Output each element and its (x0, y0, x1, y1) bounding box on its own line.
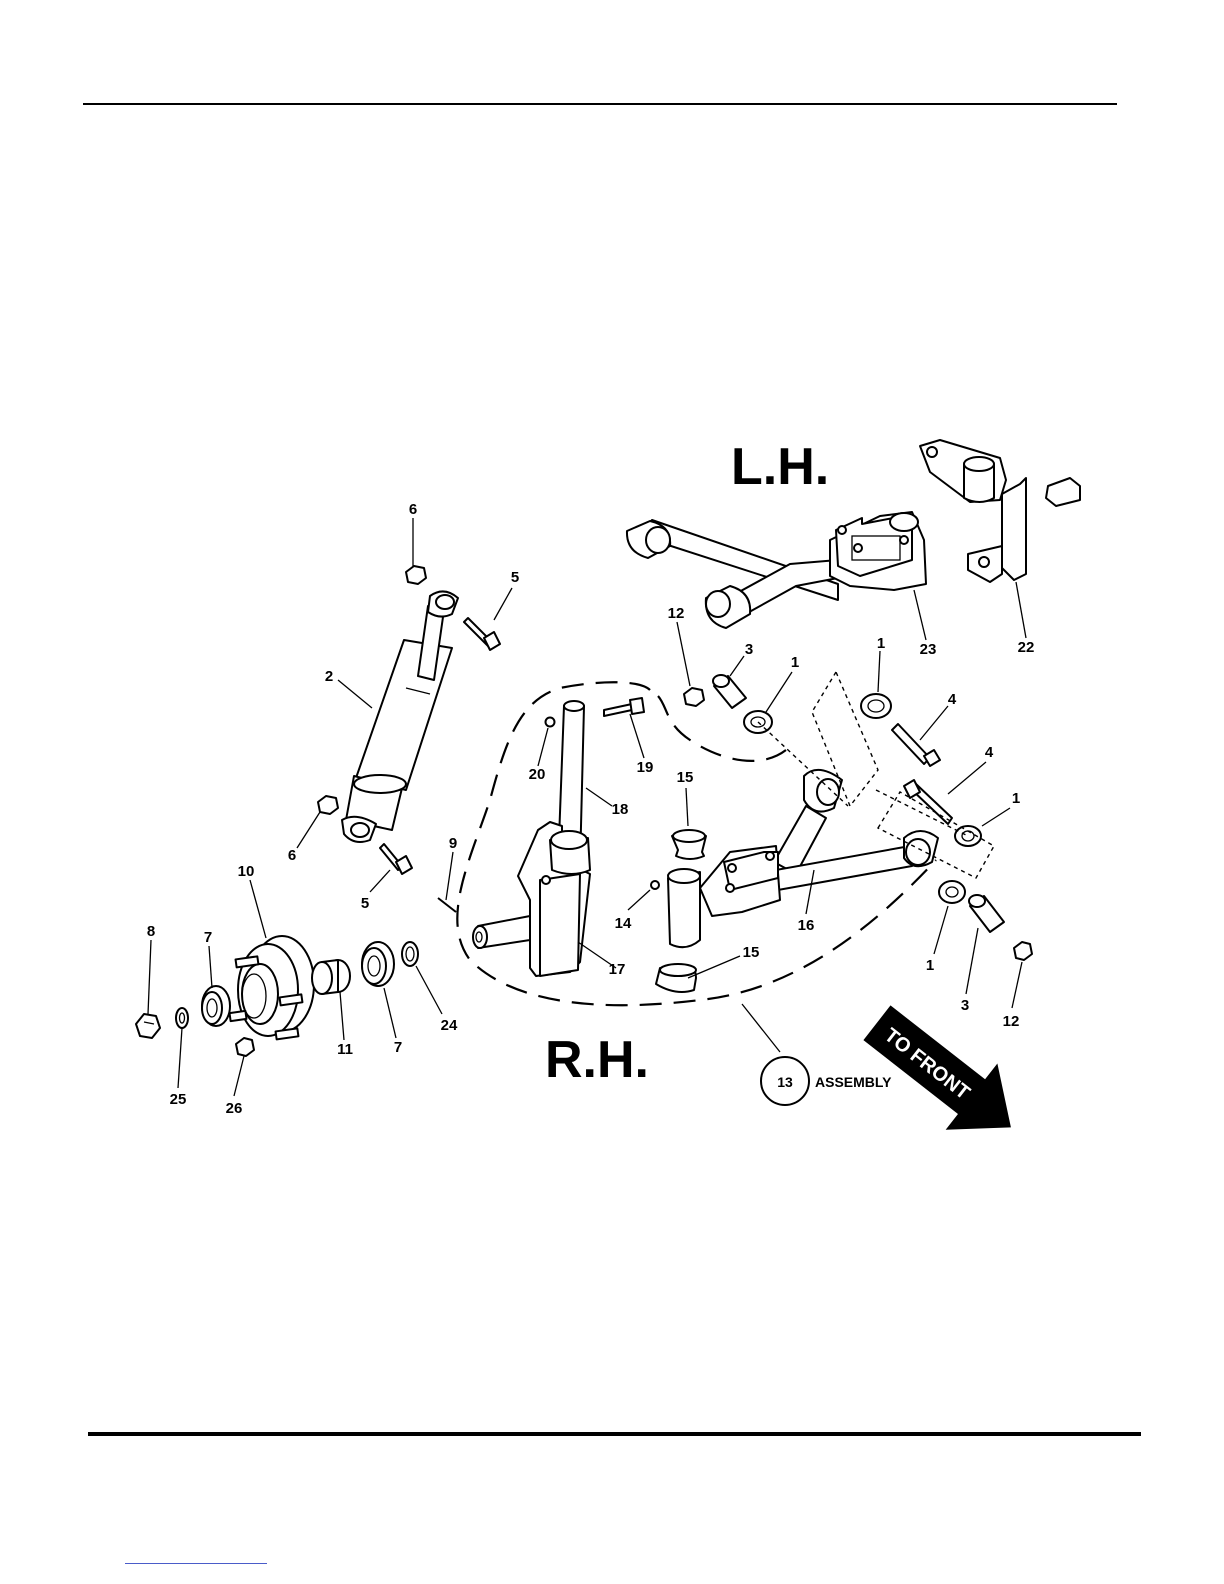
callout-23: 23 (920, 641, 937, 658)
hub-part-10 (230, 936, 314, 1039)
assembly-13-number: 13 (777, 1074, 793, 1090)
callout-4-b: 4 (985, 744, 994, 761)
callout-19: 19 (637, 759, 654, 776)
nut-part-6-lower (318, 796, 338, 814)
lh-spindle-part-22 (920, 440, 1080, 582)
bearing-part-7-inner (362, 942, 394, 986)
callout-12-upper: 12 (668, 605, 685, 622)
callout-1-d: 1 (926, 957, 934, 974)
castle-nut-part-8 (136, 1014, 160, 1038)
callout-12-lower: 12 (1003, 1013, 1020, 1030)
callout-26: 26 (226, 1100, 243, 1117)
seal-part-24 (402, 942, 418, 966)
sleeve-part-3-lower (969, 895, 1004, 932)
bushing-part-15-lower (656, 964, 696, 992)
callout-4-a: 4 (948, 691, 957, 708)
callout-7-outer: 7 (204, 929, 212, 946)
bolt-part-19 (604, 698, 644, 716)
callout-6-upper: 6 (409, 501, 417, 518)
nut-part-20 (546, 718, 555, 727)
callout-25: 25 (170, 1091, 187, 1108)
shock-absorber-part-2 (320, 591, 458, 842)
callout-3-upper: 3 (745, 641, 753, 658)
assembly-13-reference: 13 ASSEMBLY (761, 1057, 892, 1105)
nut-part-12-lower (1014, 942, 1032, 960)
bushing-part-15-upper (672, 830, 706, 859)
callout-5-lower: 5 (361, 895, 369, 912)
callout-15-upper: 15 (677, 769, 694, 786)
lh-label: L.H. (731, 438, 829, 496)
callout-5-upper: 5 (511, 569, 519, 586)
callout-15-lower: 15 (743, 944, 760, 961)
nut-part-6-upper (406, 566, 426, 584)
washer-part-25 (176, 1008, 188, 1028)
bolt-part-4-a (892, 724, 940, 766)
callout-17: 17 (609, 961, 626, 978)
callout-11: 11 (337, 1041, 353, 1058)
rh-label: R.H. (545, 1031, 649, 1089)
grease-fitting-part-14 (651, 881, 659, 889)
bolt-part-4-b (904, 780, 952, 824)
callout-8: 8 (147, 923, 155, 940)
callout-24: 24 (441, 1017, 458, 1034)
bearing-part-7-outer (202, 986, 230, 1026)
bolt-part-5-lower (380, 844, 412, 874)
sleeve-part-3-upper (713, 675, 746, 708)
callout-22: 22 (1018, 639, 1035, 656)
callout-2: 2 (325, 668, 333, 685)
lug-nut-part-26 (236, 1038, 254, 1056)
callout-1-a: 1 (791, 654, 799, 671)
callout-7-inner: 7 (394, 1039, 402, 1056)
callout-9: 9 (449, 835, 457, 852)
callout-10: 10 (238, 863, 255, 880)
callout-18: 18 (612, 801, 629, 818)
nut-part-12-upper (684, 688, 704, 706)
callout-6-lower: 6 (288, 847, 296, 864)
spacer-part-11 (312, 960, 350, 994)
callout-1-c: 1 (1012, 790, 1020, 807)
bushing-part-1-b (861, 694, 891, 718)
assembly-word: ASSEMBLY (815, 1074, 892, 1090)
cotter-pin-part-9 (438, 898, 456, 912)
rh-spindle-part-17 (473, 822, 590, 976)
bolt-part-5-upper (464, 618, 500, 650)
callout-20: 20 (529, 766, 546, 783)
callout-1-b: 1 (877, 635, 885, 652)
callout-14: 14 (615, 915, 632, 932)
callout-16: 16 (798, 917, 815, 934)
callout-3-lower: 3 (961, 997, 969, 1014)
bushing-part-1-d (939, 881, 965, 903)
